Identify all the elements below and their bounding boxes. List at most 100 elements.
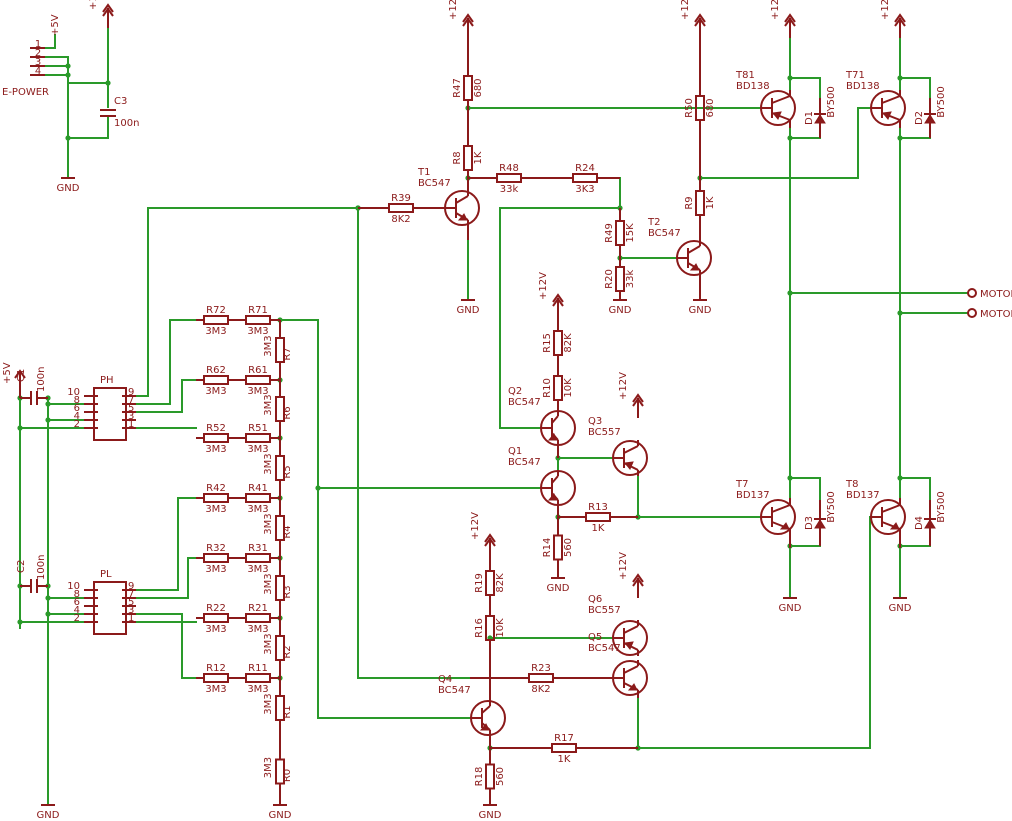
resistor-value: 3M3	[247, 326, 268, 337]
pin-number: 8	[74, 395, 80, 406]
resistor-value: 3M3	[205, 684, 226, 695]
wire	[499, 207, 541, 429]
transistor-type: BC547	[438, 685, 471, 696]
capacitor-name: C2	[16, 560, 27, 573]
junction-dot	[897, 310, 903, 316]
resistor-name: R10	[542, 378, 553, 398]
transistor-name: T71	[845, 70, 865, 81]
wire	[135, 613, 197, 679]
pin-number: 6	[74, 403, 80, 414]
resistor-name: R13	[588, 502, 608, 513]
supply-12v-symbol: +12V	[618, 552, 644, 598]
supply-label: +12V	[680, 0, 691, 20]
pin-number: 1	[35, 39, 41, 50]
resistor-name: R48	[499, 163, 519, 174]
resistor-name: R31	[248, 543, 268, 554]
resistor-value: 8K2	[531, 684, 550, 695]
resistor-value: 10K	[495, 618, 506, 638]
transistor-name: Q3	[588, 416, 602, 427]
resistor-value: 3M3	[263, 693, 274, 714]
resistor-name: R5	[282, 465, 293, 478]
wire	[637, 516, 871, 749]
wire	[279, 319, 471, 719]
transistor-type: BC547	[508, 397, 541, 408]
resistor-name: R4	[282, 525, 293, 538]
transistor-type: BC547	[508, 457, 541, 468]
diode-name: D1	[804, 111, 815, 125]
resistor-value: 3M3	[205, 504, 226, 515]
resistor-value: 1K	[473, 151, 484, 164]
ground-label: GND	[457, 305, 480, 316]
resistor-value: 82K	[495, 573, 506, 593]
resistor-name: R21	[248, 603, 268, 614]
connector-name: E-POWER	[2, 87, 49, 98]
pin-number: 1	[128, 613, 134, 624]
ground-label: GND	[57, 183, 80, 194]
pin-number: 2	[74, 613, 80, 624]
pin-number: 2	[35, 48, 41, 59]
resistor-name: R42	[206, 483, 226, 494]
resistor-name: R19	[474, 573, 485, 593]
resistor-value: 3M3	[247, 624, 268, 635]
resistor-name: R14	[542, 538, 553, 558]
resistor-name: R7	[282, 347, 293, 360]
diode-type: BY500	[826, 86, 837, 118]
resistor-name: R17	[554, 733, 574, 744]
ground-label: GND	[889, 603, 912, 614]
supply-12v-symbol: +12V	[448, 0, 474, 38]
supply-label: +12V	[470, 512, 481, 540]
resistor-value: 680	[705, 98, 716, 117]
transistor-type: BC557	[588, 427, 621, 438]
wire	[789, 477, 821, 501]
transistor-name: T81	[735, 70, 755, 81]
pin-number: 9	[128, 387, 134, 398]
pin-number: 3	[128, 411, 134, 422]
junction-dot	[787, 75, 793, 81]
wire	[789, 77, 821, 99]
junction-dot	[897, 75, 903, 81]
supply-label: +12V	[880, 0, 891, 20]
capacitor-value: 100n	[36, 367, 47, 392]
resistor-value: 8K2	[391, 214, 410, 225]
supply-12v-symbol: +12V	[770, 0, 796, 38]
resistor-value: 3M3	[247, 386, 268, 397]
transistor-type: BC547	[588, 643, 621, 654]
ground-label: GND	[609, 305, 632, 316]
resistor-r42: R42 3M3	[196, 483, 236, 515]
ground-symbol: GND	[479, 804, 502, 821]
ground-symbol: GND	[889, 597, 912, 614]
resistor-value: 3M3	[263, 757, 274, 778]
wire	[135, 557, 197, 599]
supply-12v-symbol: +12V	[88, 0, 114, 28]
diode-type: BY500	[826, 491, 837, 523]
ground-symbol: GND	[547, 577, 570, 594]
motor-terminal-b: MOTOF	[967, 308, 1012, 320]
